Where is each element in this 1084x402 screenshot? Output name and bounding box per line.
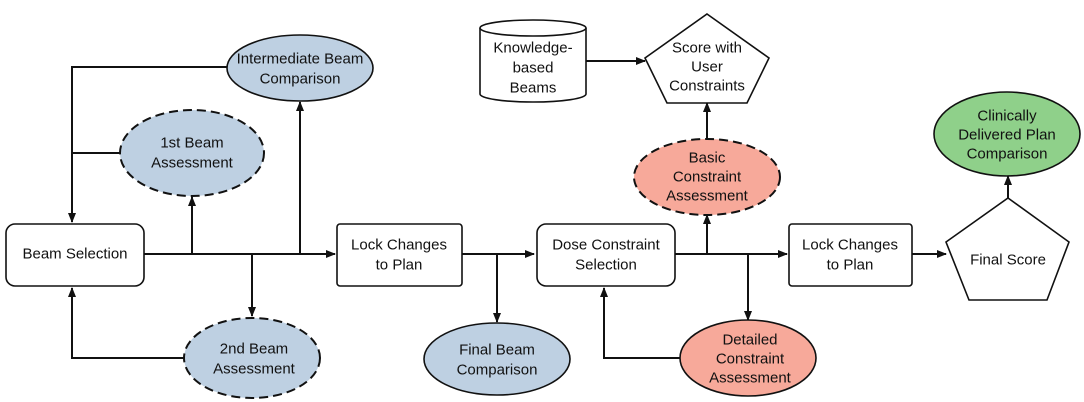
final-score-label: Final Score — [970, 252, 1046, 269]
knowledge-based-beams-body — [479, 28, 587, 103]
final-beam-line-1: Final Beam — [459, 342, 535, 359]
score-line-2: User — [691, 59, 723, 76]
detailed-line-1: Detailed — [722, 332, 777, 349]
final-score-shape — [945, 197, 1070, 301]
lock-changes-2-line-1: Lock Changes — [802, 237, 898, 254]
lock-changes-box-2: Lock Changes to Plan — [788, 223, 913, 287]
edge-second-assessment-to-beam-selection — [68, 287, 184, 359]
beam-selection-box: Beam Selection — [5, 223, 145, 287]
intermediate-beam-comparison-shape — [226, 34, 374, 102]
knowledge-line-1: Knowledge- — [493, 40, 572, 57]
second-beam-assessment-shape — [183, 317, 321, 399]
lock-changes-2-shape — [788, 223, 913, 287]
score-with-user-constraints-pentagon: Score with User Constraints — [643, 13, 771, 104]
second-assessment-line-2: Assessment — [213, 361, 296, 378]
clinical-line-2: Delivered Plan — [958, 127, 1056, 144]
clinical-line-3: Comparison — [967, 146, 1048, 163]
lock-changes-box-1: Lock Changes to Plan — [336, 223, 463, 287]
lock-changes-1-line-2: to Plan — [376, 257, 423, 274]
basic-line-2: Constraint — [673, 169, 742, 186]
dose-constraint-selection-line-2: Selection — [575, 257, 637, 274]
dose-constraint-selection-line-1: Dose Constraint — [552, 237, 660, 254]
score-with-user-constraints-shape — [643, 13, 771, 104]
knowledge-based-beams-top — [479, 19, 587, 37]
intermediate-beam-comparison-ellipse: Intermediate Beam Comparison — [226, 34, 374, 102]
first-beam-assessment-ellipse: 1st Beam Assessment — [119, 109, 265, 197]
second-assessment-line-1: 2nd Beam — [220, 341, 288, 358]
clinical-line-1: Clinically — [977, 108, 1037, 125]
lock-changes-2-line-2: to Plan — [827, 257, 874, 274]
first-beam-assessment-shape — [119, 109, 265, 197]
detailed-line-3: Assessment — [709, 370, 792, 387]
beam-selection-label: Beam Selection — [22, 246, 127, 263]
score-line-3: Constraints — [669, 78, 745, 95]
basic-constraint-assessment-shape — [633, 138, 781, 216]
final-beam-comparison-ellipse: Final Beam Comparison — [423, 322, 571, 396]
dose-constraint-selection-shape — [536, 223, 676, 287]
first-assessment-line-1: 1st Beam — [160, 135, 223, 152]
dose-constraint-selection-box: Dose Constraint Selection — [536, 223, 676, 287]
basic-line-1: Basic — [689, 150, 726, 167]
beam-selection-shape — [5, 223, 145, 287]
detailed-constraint-assessment-shape — [679, 319, 817, 397]
intermediate-line-2: Comparison — [260, 71, 341, 88]
first-assessment-line-2: Assessment — [151, 155, 234, 172]
final-beam-comparison-shape — [423, 322, 571, 396]
score-line-1: Score with — [672, 40, 742, 57]
clinically-delivered-plan-comparison-shape — [933, 91, 1081, 177]
edge-detailed-assessment-to-dose-constraint — [600, 287, 683, 359]
final-score-pentagon: Final Score — [945, 197, 1070, 301]
final-beam-line-2: Comparison — [457, 362, 538, 379]
basic-constraint-assessment-ellipse: Basic Constraint Assessment — [633, 138, 781, 216]
detailed-line-2: Constraint — [716, 351, 785, 368]
knowledge-line-2: based — [513, 60, 554, 77]
knowledge-based-beams-cylinder: Knowledge- based Beams — [479, 19, 587, 103]
lock-changes-1-line-1: Lock Changes — [351, 237, 447, 254]
intermediate-line-1: Intermediate Beam — [237, 51, 364, 68]
detailed-constraint-assessment-ellipse: Detailed Constraint Assessment — [679, 319, 817, 397]
edge-intermediate-comparison-to-beam-selection — [68, 66, 237, 223]
basic-line-3: Assessment — [666, 188, 749, 205]
knowledge-line-3: Beams — [510, 80, 557, 97]
lock-changes-1-shape — [336, 223, 463, 287]
second-beam-assessment-ellipse: 2nd Beam Assessment — [183, 317, 321, 399]
clinically-delivered-plan-comparison-ellipse: Clinically Delivered Plan Comparison — [933, 91, 1081, 177]
connectors — [68, 57, 1012, 359]
